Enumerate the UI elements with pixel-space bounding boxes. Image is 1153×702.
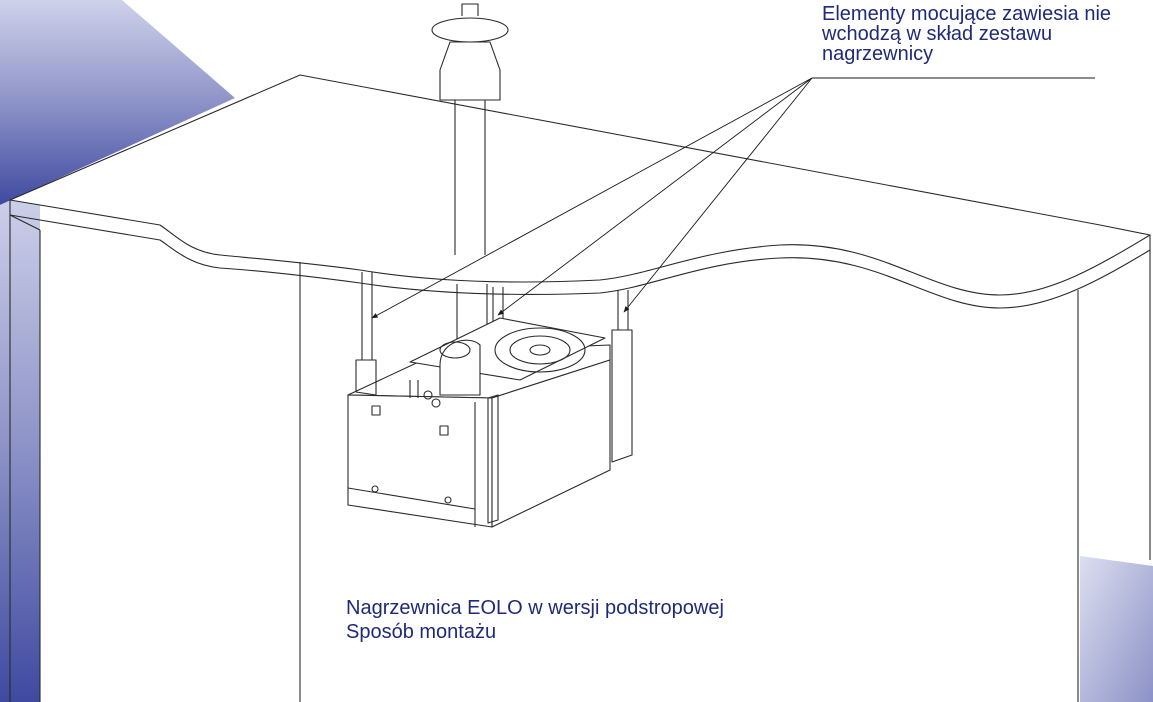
- bracket-middle: [487, 394, 499, 524]
- callout-note: Elementy mocujące zawiesia nie wchodzą w…: [822, 4, 1152, 64]
- flue-cowl-cap: [431, 17, 509, 43]
- flue-cowl-body: [439, 41, 501, 101]
- heater-screw: [444, 496, 452, 504]
- heater-side: [491, 359, 611, 528]
- flue-elbow: [439, 339, 481, 396]
- ceiling-slab-front-edge: [9, 200, 1151, 309]
- caption-subtitle: Sposób montażu: [346, 621, 497, 643]
- right-wall: [1077, 250, 1151, 702]
- heater-front: [347, 394, 493, 528]
- callout-line: wchodzą w skład zestawu: [822, 23, 1053, 45]
- leader-line-left: [371, 77, 813, 319]
- heater-screw: [371, 485, 379, 493]
- gas-connector: [409, 380, 419, 398]
- background-shape-right: [1080, 556, 1153, 702]
- callout-line: Elementy mocujące zawiesia nie: [822, 3, 1112, 25]
- heater-front-rail: [347, 402, 476, 527]
- leader-line-right: [623, 77, 813, 313]
- leader-line-middle: [497, 77, 813, 316]
- fan-hub: [529, 344, 551, 356]
- suspension-rod-right: [617, 290, 629, 330]
- fan-grille-inner: [509, 335, 571, 365]
- flue-cowl-stem: [461, 3, 479, 16]
- heater-latch: [371, 405, 381, 416]
- background-strip-left: [0, 188, 40, 702]
- flue-elbow-opening: [439, 341, 471, 359]
- background-shape-left: [0, 0, 235, 205]
- connector-fitting: [431, 398, 441, 408]
- fan-grille: [494, 327, 586, 373]
- suspension-rod-left: [361, 272, 373, 360]
- drawing-caption: Nagrzewnica EOLO w wersji podstropowej S…: [346, 596, 724, 644]
- bracket-left: [355, 359, 377, 396]
- flue-pipe-upper: [454, 100, 486, 255]
- callout-line: nagrzewnicy: [822, 43, 934, 65]
- heater-latch: [439, 425, 449, 436]
- ceiling-slab-top: [9, 74, 1151, 296]
- caption-title: Nagrzewnica EOLO w wersji podstropowej: [346, 597, 724, 619]
- connector-fitting: [423, 390, 433, 400]
- left-wall: [9, 214, 41, 702]
- bracket-right: [611, 329, 633, 463]
